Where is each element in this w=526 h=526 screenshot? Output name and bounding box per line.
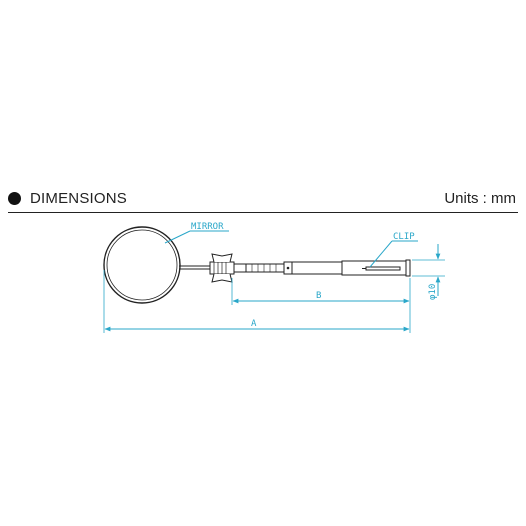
clip — [362, 266, 401, 271]
mirror-leader — [164, 230, 229, 244]
dimension-a-label: A — [251, 319, 257, 329]
section-title: DIMENSIONS — [30, 190, 128, 207]
bullet-icon — [8, 192, 21, 205]
dimension-b-label: B — [316, 291, 321, 301]
mirror-label: MIRROR — [191, 222, 224, 232]
units-label: Units : mm — [444, 190, 516, 207]
extension-lines — [103, 259, 445, 333]
clip-label: CLIP — [393, 232, 415, 242]
mirror-shape — [103, 226, 181, 304]
telescopic-shaft — [233, 261, 343, 275]
section-header: DIMENSIONS Units : mm — [8, 188, 518, 213]
clip-leader — [369, 240, 418, 268]
joint-wingnut — [209, 253, 235, 283]
mirror-neck — [179, 265, 210, 270]
diameter-label: φ10 — [428, 284, 438, 300]
